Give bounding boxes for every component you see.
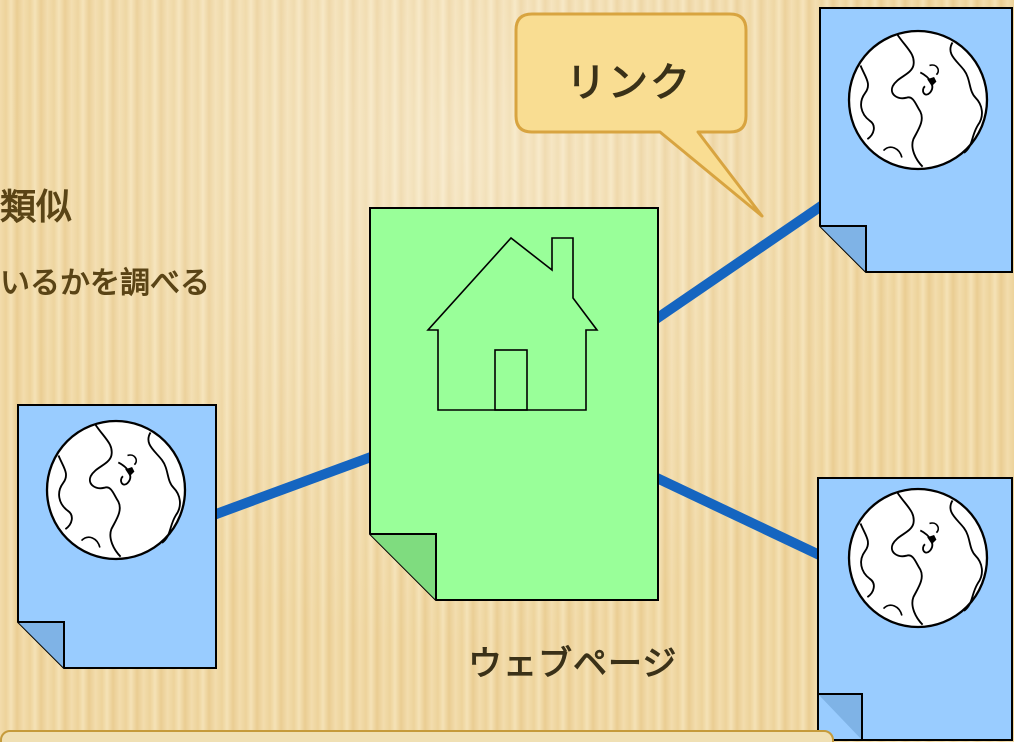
callout-label: リンク	[566, 60, 692, 106]
bottom-text-box	[0, 730, 834, 742]
link-callout	[514, 12, 764, 218]
link-line-left	[198, 445, 392, 525]
globe-icon	[847, 29, 989, 171]
globe-icon	[45, 419, 187, 561]
link-line-bottom-right	[637, 465, 833, 565]
web-page	[369, 207, 659, 601]
link-line-top-right	[637, 195, 833, 335]
globe-icon	[847, 487, 989, 629]
house-icon	[426, 236, 599, 411]
web-page-caption: ウェブページ	[468, 644, 678, 684]
linked-page-bottom-right	[817, 477, 1013, 741]
slide-subheading: いるかを調べる	[0, 266, 210, 301]
linked-page-left	[17, 404, 217, 669]
linked-page-top-right	[819, 7, 1013, 273]
slide-heading: 類似	[0, 187, 73, 228]
